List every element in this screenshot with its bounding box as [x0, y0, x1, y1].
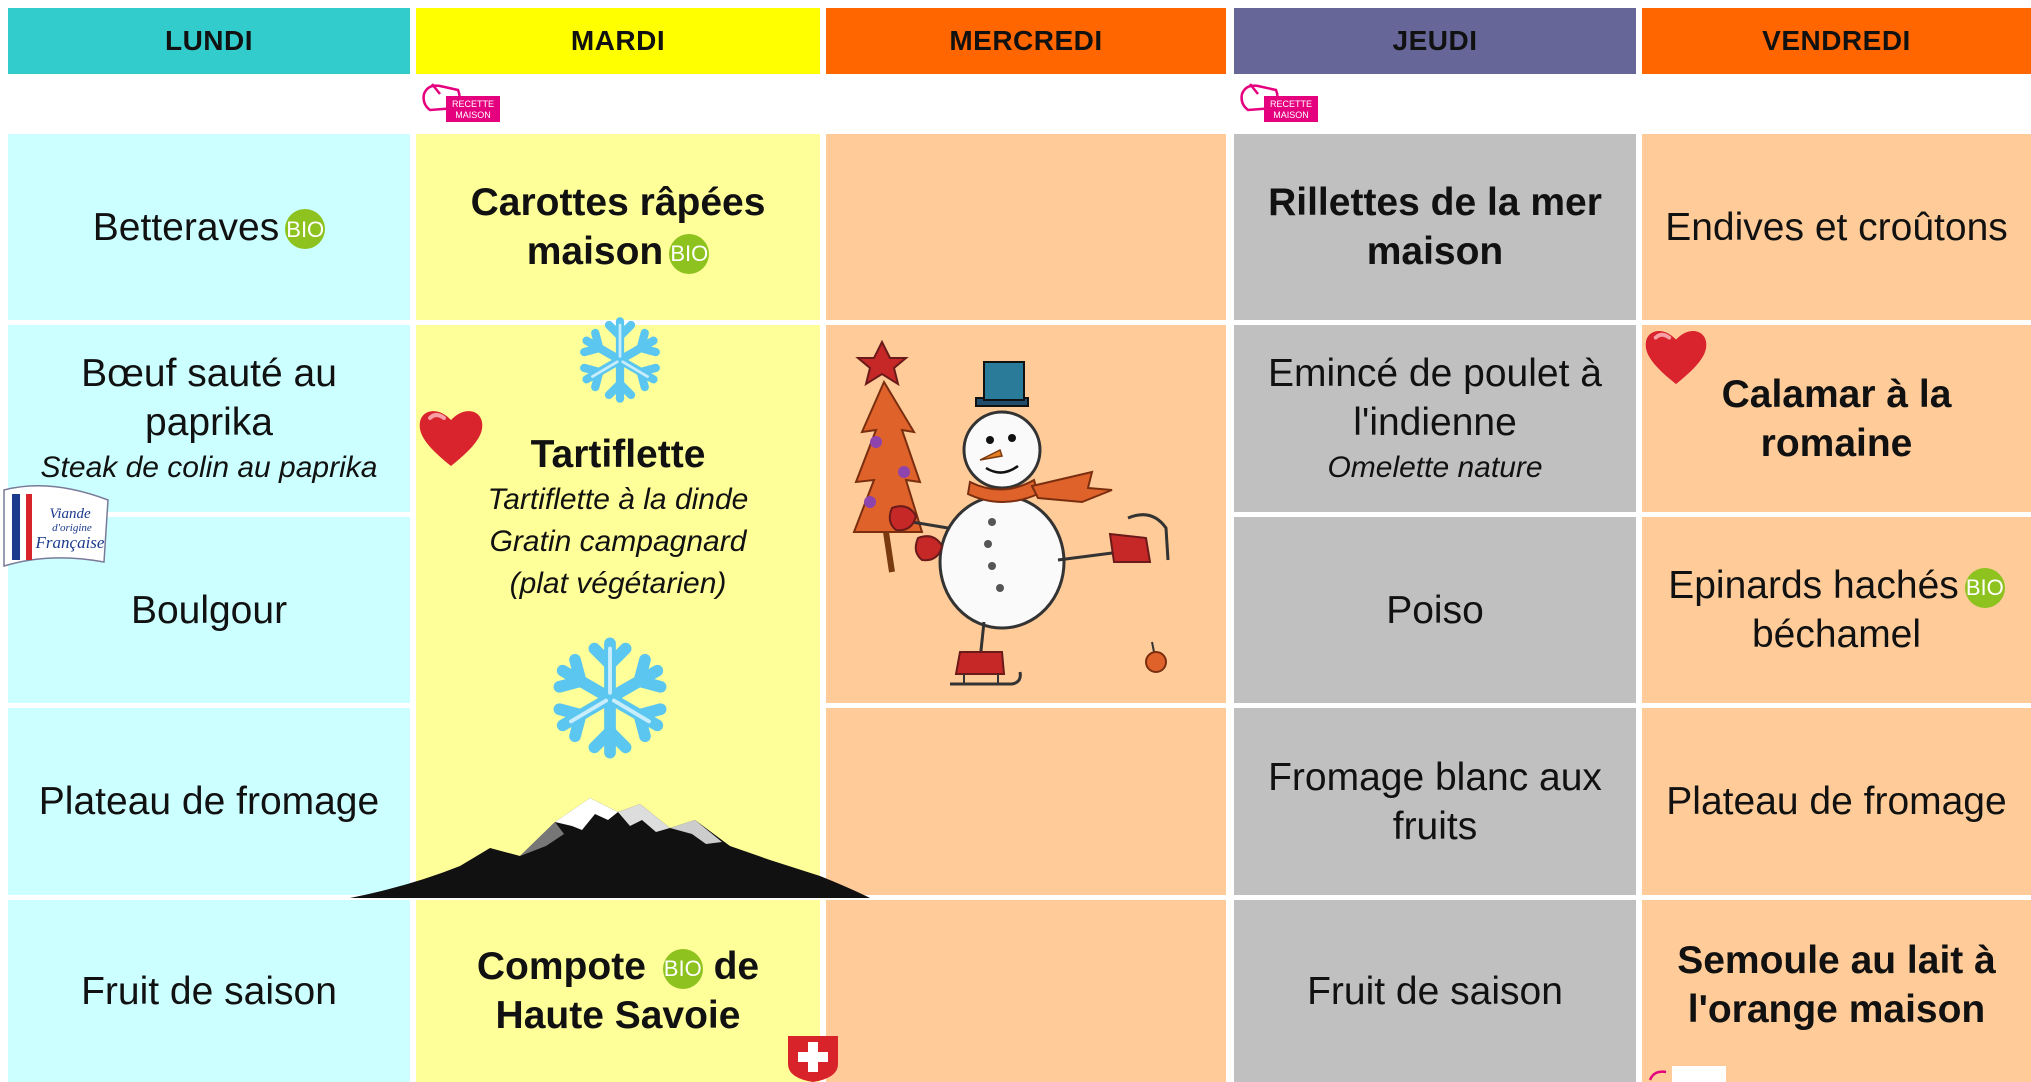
header-vendredi: VENDREDI — [1642, 8, 2031, 74]
svg-text:Viande: Viande — [49, 506, 91, 522]
heart-icon — [419, 411, 483, 466]
bio-icon: BIO — [662, 948, 703, 989]
svg-text:MAISON: MAISON — [1273, 110, 1309, 120]
jeudi-laitage: Fromage blanc aux fruits — [1268, 755, 1602, 848]
row-separator — [826, 895, 1226, 900]
row-separator — [8, 512, 410, 517]
recette-maison-badge-jeudi: RECETTE MAISON — [1240, 83, 1318, 122]
jeudi-accompagnement: Poiso — [1386, 588, 1484, 632]
column-jeudi-bg — [1234, 134, 1636, 1082]
jeudi-entree: Rillettes de la mer maison — [1268, 181, 1602, 273]
mardi-plat: Tartiflette Tartiflette à la dinde Grati… — [487, 433, 749, 600]
snowflake-icon — [580, 317, 660, 403]
row-separator — [1642, 895, 2031, 900]
column-lundi-bg — [8, 134, 410, 1082]
header-mardi: MARDI — [416, 8, 820, 74]
vendredi-laitage: Plateau de fromage — [1666, 780, 2007, 823]
row-separator — [826, 320, 1226, 325]
lundi-plat: Bœuf sauté au paprika Steak de colin au … — [40, 351, 378, 484]
recette-maison-badge-vendredi — [1648, 1066, 1726, 1082]
viande-origine-francaise-badge: Viande d'origine Française — [3, 485, 109, 568]
svg-text:d'origine: d'origine — [52, 522, 92, 534]
snowflake-icon — [553, 637, 667, 759]
bio-icon: BIO — [285, 209, 326, 250]
savoie-flag-icon — [788, 1036, 838, 1082]
row-separator — [1234, 320, 1636, 325]
bio-icon: BIO — [1964, 567, 2005, 608]
header-jeudi: JEUDI — [1234, 8, 1636, 74]
header-mercredi: MERCREDI — [826, 8, 1226, 74]
row-separator — [826, 703, 1226, 708]
row-separator — [1234, 895, 1636, 900]
row-separator — [1234, 512, 1636, 517]
mountain-icon — [350, 798, 870, 898]
lundi-dessert: Fruit de saison — [81, 969, 337, 1013]
snowman-skating-illustration — [852, 339, 1170, 686]
svg-text:RECETTE: RECETTE — [1270, 99, 1312, 109]
svg-text:RECETTE: RECETTE — [452, 99, 494, 109]
svg-text:Française: Française — [35, 533, 105, 552]
lundi-laitage: Plateau de fromage — [38, 780, 380, 823]
heart-icon — [1645, 330, 1707, 385]
row-separator — [8, 895, 410, 900]
row-separator — [1642, 320, 2031, 325]
column-vendredi-bg — [1642, 134, 2031, 1082]
jeudi-plat: Emincé de poulet à l'indienne Omelette n… — [1268, 351, 1602, 484]
vendredi-dessert: Semoule au lait à l'orange maison — [1677, 939, 1996, 1031]
row-separator — [1234, 703, 1636, 708]
row-separator — [8, 703, 410, 708]
vendredi-plat: Calamar à la romaine — [1721, 372, 1952, 465]
row-separator — [1642, 703, 2031, 708]
row-separator — [8, 320, 410, 325]
bio-icon: BIO — [669, 233, 710, 274]
vendredi-entree: Endives et croûtons — [1665, 205, 2008, 249]
jeudi-dessert: Fruit de saison — [1307, 969, 1563, 1013]
recette-maison-badge-mardi: RECETTE MAISON — [422, 83, 500, 122]
column-mardi-bg — [416, 134, 820, 1082]
svg-text:MAISON: MAISON — [455, 110, 491, 120]
row-separator — [1642, 512, 2031, 517]
mardi-dessert: Compote BIO de Haute Savoie — [476, 945, 760, 1037]
header-lundi: LUNDI — [8, 8, 410, 74]
lundi-accompagnement: Boulgour — [130, 588, 288, 632]
